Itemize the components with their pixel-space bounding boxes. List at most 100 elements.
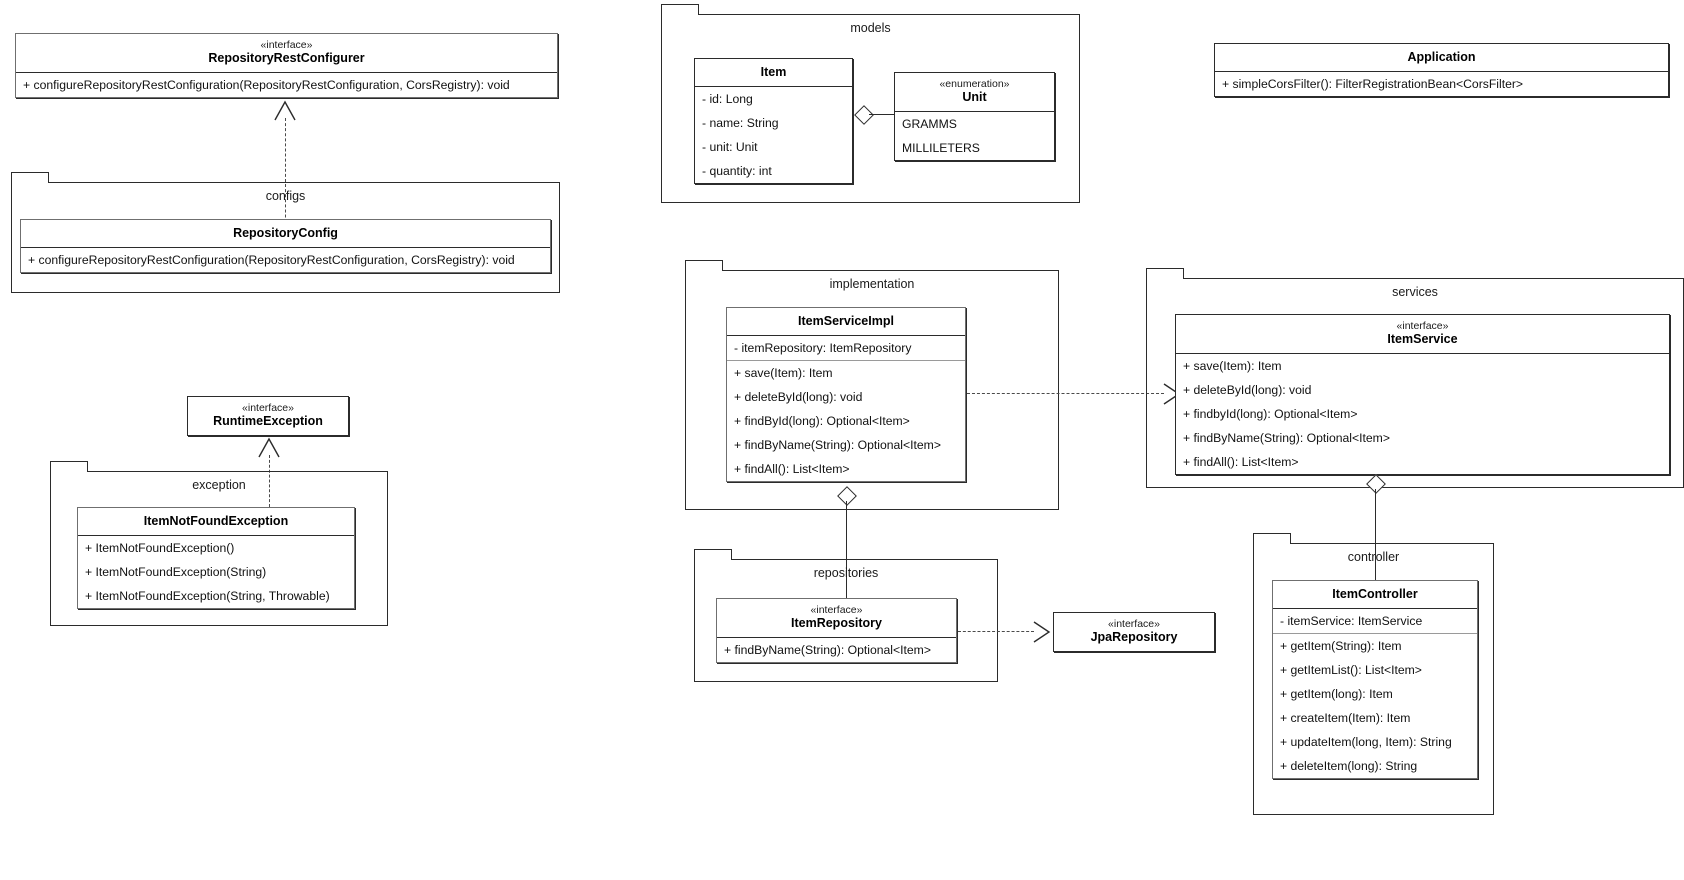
methods-compartment: + findByName(String): Optional<Item>	[717, 638, 956, 662]
class-item-controller[interactable]: ItemController - itemService: ItemServic…	[1272, 580, 1478, 779]
method-row: + getItem(long): Item	[1280, 687, 1393, 701]
package-tab	[50, 461, 88, 472]
class-item-service[interactable]: «interface» ItemService + save(Item): It…	[1175, 314, 1670, 475]
class-title: RepositoryConfig	[233, 226, 338, 240]
stereotype-label: «interface»	[1108, 618, 1160, 630]
aggregation-line-item-unit	[869, 114, 894, 115]
class-runtime-exception[interactable]: «interface» RuntimeException	[187, 396, 349, 436]
class-header: RepositoryConfig	[21, 220, 550, 248]
class-title: ItemNotFoundException	[143, 514, 289, 528]
attribute-row: - itemRepository: ItemRepository	[734, 341, 912, 355]
attribute-row: - itemService: ItemService	[1280, 614, 1423, 628]
package-label: implementation	[829, 277, 915, 291]
method-row: + getItem(String): Item	[1280, 639, 1402, 653]
attributes-compartment: - id: Long - name: String - unit: Unit -…	[695, 87, 852, 183]
class-header: «enumeration» Unit	[895, 73, 1054, 112]
class-header: «interface» RepositoryRestConfigurer	[16, 34, 557, 73]
class-header: «interface» JpaRepository	[1054, 613, 1214, 651]
method-row: + simpleCorsFilter(): FilterRegistration…	[1222, 77, 1524, 91]
methods-compartment: + configureRepositoryRestConfiguration(R…	[16, 73, 557, 97]
package-tab	[685, 260, 723, 271]
class-repository-config[interactable]: RepositoryConfig + configureRepositoryRe…	[20, 219, 551, 273]
method-row: + configureRepositoryRestConfiguration(R…	[23, 78, 510, 92]
method-row: + findByName(String): Optional<Item>	[1183, 431, 1390, 445]
class-header: Application	[1215, 44, 1668, 72]
class-title: Application	[1407, 50, 1476, 64]
attribute-row: - unit: Unit	[702, 140, 758, 154]
package-tab	[1146, 268, 1184, 279]
enum-literal-row: GRAMMS	[902, 117, 957, 131]
realization-arrowhead-jpa-repository	[1033, 621, 1051, 643]
class-header: ItemController	[1273, 581, 1477, 609]
class-item[interactable]: Item - id: Long - name: String - unit: U…	[694, 58, 853, 184]
methods-compartment: + save(Item): Item + deleteById(long): v…	[727, 361, 965, 481]
method-row: + ItemNotFoundException(String, Throwabl…	[85, 589, 330, 603]
class-header: ItemServiceImpl	[727, 308, 965, 336]
methods-compartment: + configureRepositoryRestConfiguration(R…	[21, 248, 550, 272]
package-label: models	[850, 21, 891, 35]
class-title: ItemServiceImpl	[798, 314, 894, 328]
package-tab	[694, 549, 732, 560]
package-tab	[11, 172, 49, 183]
class-unit[interactable]: «enumeration» Unit GRAMMS MILLILETERS	[894, 72, 1055, 161]
package-models: models	[661, 4, 1080, 203]
class-header: «interface» ItemService	[1176, 315, 1669, 354]
methods-compartment: + getItem(String): Item + getItemList():…	[1273, 634, 1477, 778]
class-header: «interface» RuntimeException	[188, 397, 348, 435]
realization-line-jpa-repository	[958, 631, 1034, 632]
aggregation-line-item-repository	[846, 501, 847, 616]
class-title: Unit	[962, 90, 987, 104]
package-label: controller	[1347, 550, 1400, 564]
enum-literal-row: MILLILETERS	[902, 141, 980, 155]
method-row: + deleteById(long): void	[734, 390, 863, 404]
attributes-compartment: - itemRepository: ItemRepository	[727, 336, 965, 361]
method-row: + deleteById(long): void	[1183, 383, 1312, 397]
class-repository-rest-configurer[interactable]: «interface» RepositoryRestConfigurer + c…	[15, 33, 558, 98]
methods-compartment: + simpleCorsFilter(): FilterRegistration…	[1215, 72, 1668, 96]
literals-compartment: GRAMMS MILLILETERS	[895, 112, 1054, 160]
package-label: exception	[192, 478, 246, 492]
class-header: «interface» ItemRepository	[717, 599, 956, 638]
stereotype-label: «interface»	[242, 402, 294, 414]
class-item-not-found-exception[interactable]: ItemNotFoundException + ItemNotFoundExce…	[77, 507, 355, 609]
class-header: ItemNotFoundException	[78, 508, 354, 536]
method-row: + ItemNotFoundException(String)	[85, 565, 267, 579]
realization-arrowhead-repository-rest-configurer	[274, 100, 296, 121]
method-row: + save(Item): Item	[734, 366, 833, 380]
method-row: + updateItem(long, Item): String	[1280, 735, 1452, 749]
method-row: + findByName(String): Optional<Item>	[724, 643, 931, 657]
class-title: Item	[760, 65, 787, 79]
package-controller: controller	[1253, 533, 1494, 815]
class-title: ItemService	[1387, 332, 1458, 346]
class-title: JpaRepository	[1090, 630, 1178, 644]
package-label: configs	[265, 189, 306, 203]
package-repositories: repositories	[694, 549, 998, 682]
stereotype-label: «interface»	[260, 39, 313, 51]
methods-compartment: + save(Item): Item + deleteById(long): v…	[1176, 354, 1669, 474]
package-tab	[661, 4, 699, 15]
method-row: + configureRepositoryRestConfiguration(R…	[28, 253, 515, 267]
methods-compartment: + ItemNotFoundException() + ItemNotFound…	[78, 536, 354, 608]
class-jpa-repository[interactable]: «interface» JpaRepository	[1053, 612, 1215, 652]
realization-line-configs	[285, 118, 286, 248]
class-title: RepositoryRestConfigurer	[208, 51, 365, 65]
method-row: + findById(long): Optional<Item>	[734, 414, 910, 428]
stereotype-label: «interface»	[810, 604, 863, 616]
method-row: + deleteItem(long): String	[1280, 759, 1418, 773]
method-row: + save(Item): Item	[1183, 359, 1282, 373]
class-application[interactable]: Application + simpleCorsFilter(): Filter…	[1214, 43, 1669, 97]
attribute-row: - id: Long	[702, 92, 753, 106]
attributes-compartment: - itemService: ItemService	[1273, 609, 1477, 634]
class-title: ItemController	[1332, 587, 1418, 601]
method-row: + getItemList(): List<Item>	[1280, 663, 1422, 677]
class-item-repository[interactable]: «interface» ItemRepository + findByName(…	[716, 598, 957, 663]
class-item-service-impl[interactable]: ItemServiceImpl - itemRepository: ItemRe…	[726, 307, 966, 482]
class-title: ItemRepository	[791, 616, 882, 630]
realization-line-exception	[269, 455, 270, 507]
method-row: + createItem(Item): Item	[1280, 711, 1411, 725]
method-row: + findAll(): List<Item>	[1183, 455, 1299, 469]
package-exception: exception	[50, 461, 388, 626]
method-row: + ItemNotFoundException()	[85, 541, 235, 555]
method-row: + findByName(String): Optional<Item>	[734, 438, 941, 452]
attribute-row: - name: String	[702, 116, 779, 130]
